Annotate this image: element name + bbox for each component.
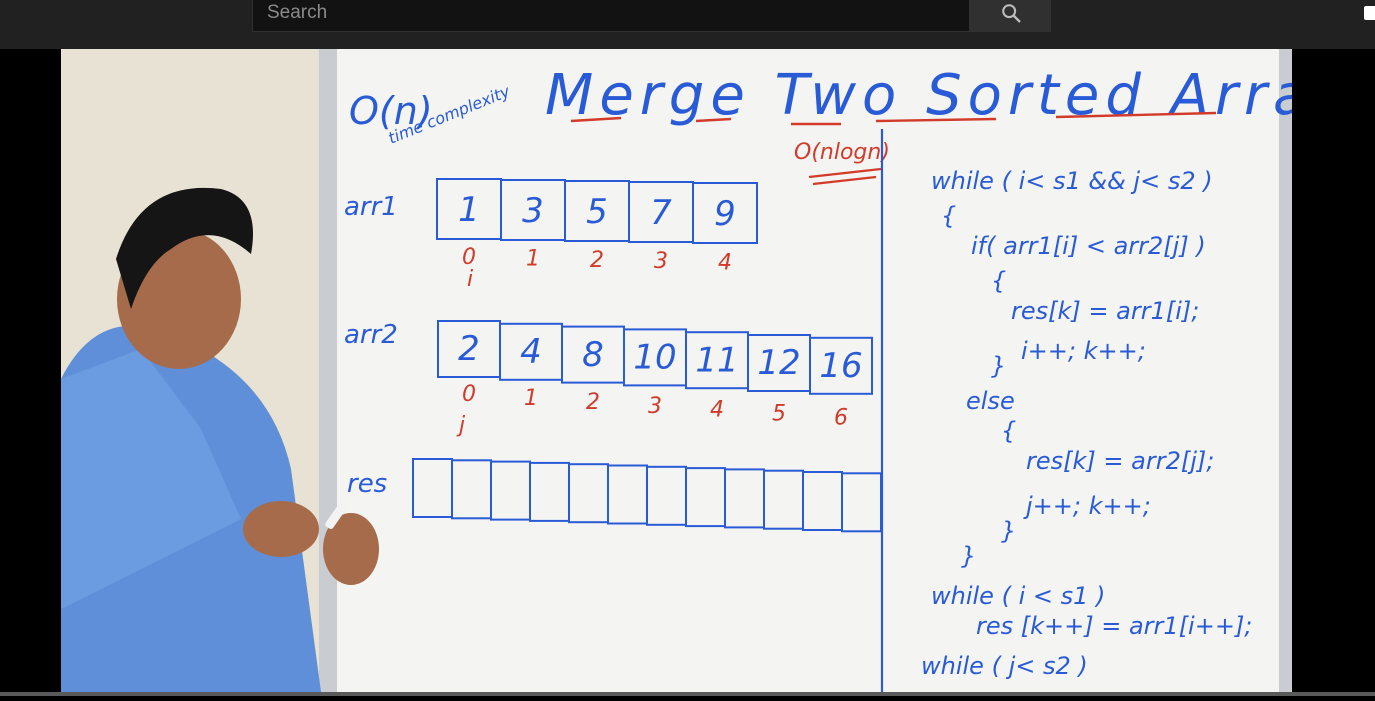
res-cell bbox=[841, 472, 882, 533]
arr1-index: 0 bbox=[462, 245, 476, 270]
arr1-value: 5 bbox=[586, 192, 608, 232]
arr1-index: 1 bbox=[526, 246, 540, 271]
code-line: res[k] = arr2[j]; bbox=[1026, 447, 1214, 475]
board-text: O(n) time complexity Merge Two Sorted Ar… bbox=[349, 63, 1292, 692]
arr2-index: 6 bbox=[834, 406, 848, 431]
code-line: if( arr1[i] < arr2[j] ) bbox=[971, 232, 1206, 260]
arr2-index: 1 bbox=[524, 386, 538, 411]
add-icon[interactable] bbox=[1364, 6, 1375, 20]
arr1-index: 3 bbox=[654, 249, 668, 274]
res-label: res bbox=[347, 469, 387, 499]
arr2-index: 2 bbox=[586, 390, 600, 415]
res-group: res bbox=[347, 458, 882, 533]
arr2-value: 10 bbox=[633, 338, 676, 378]
code-line: } bbox=[961, 542, 976, 570]
search-button[interactable] bbox=[970, 0, 1051, 32]
code-line: } bbox=[1001, 517, 1016, 545]
arr2-value: 12 bbox=[757, 343, 800, 383]
code-line: else bbox=[966, 387, 1015, 415]
arr2-value: 8 bbox=[582, 335, 604, 375]
code-line: { bbox=[1001, 417, 1016, 445]
arr2-cell bbox=[809, 336, 873, 395]
top-bar bbox=[0, 0, 1375, 49]
code-line: res [k++] = arr1[i++]; bbox=[976, 612, 1252, 640]
board-title: Merge Two Sorted Arrays bbox=[545, 63, 1292, 128]
arr2-value: 4 bbox=[520, 332, 542, 372]
arr2-label: arr2 bbox=[344, 320, 398, 350]
video-progress-bar[interactable] bbox=[0, 692, 1375, 696]
complexity-on: O(n) bbox=[349, 89, 433, 133]
arr1-group: arr1 1 0 3 1 5 2 7 3 9 4 i bbox=[344, 178, 758, 292]
code-line: while ( i< s1 && j< s2 ) bbox=[931, 167, 1213, 195]
presenter bbox=[61, 187, 379, 692]
arr1-index: 4 bbox=[718, 251, 732, 276]
arr1-cell bbox=[692, 182, 758, 244]
code-line: while ( i < s1 ) bbox=[931, 582, 1105, 610]
search-icon bbox=[1001, 4, 1020, 23]
arr2-value: 2 bbox=[458, 329, 480, 369]
video-frame: O(n) time complexity Merge Two Sorted Ar… bbox=[61, 49, 1292, 692]
arr1-value: 3 bbox=[522, 191, 544, 231]
complexity-nlogn: O(nlogn) bbox=[794, 140, 890, 165]
code-line: while ( j< s2 ) bbox=[921, 652, 1088, 680]
code-block: while ( i< s1 && j< s2 ) { if( arr1[i] < a… bbox=[921, 167, 1252, 680]
code-line: res[k] = arr1[i]; bbox=[1011, 297, 1199, 325]
arr2-index: 0 bbox=[462, 382, 476, 407]
bottom-strip bbox=[0, 696, 1375, 701]
arr1-pointer: i bbox=[467, 267, 473, 292]
code-line: } bbox=[991, 352, 1006, 380]
arr1-label: arr1 bbox=[344, 192, 398, 222]
arr1-value: 7 bbox=[650, 193, 672, 233]
code-line: j++; k++; bbox=[1023, 492, 1151, 520]
search-input[interactable] bbox=[253, 0, 969, 31]
arr1-value: 9 bbox=[714, 194, 736, 234]
arr2-index: 3 bbox=[648, 394, 662, 419]
search-box[interactable] bbox=[252, 0, 970, 32]
code-line: { bbox=[991, 267, 1006, 295]
arr2-pointer: j bbox=[456, 413, 466, 438]
code-line: i++; k++; bbox=[1021, 337, 1146, 365]
arr1-value: 1 bbox=[458, 190, 480, 230]
arr2-group: arr2 2 0 4 1 8 2 10 3 11 4 12 5 16 6 j bbox=[344, 320, 873, 438]
arr2-index: 5 bbox=[772, 402, 786, 427]
arr2-value: 16 bbox=[819, 346, 862, 386]
code-line: { bbox=[941, 202, 956, 230]
arr2-index: 4 bbox=[710, 398, 724, 423]
arr2-value: 11 bbox=[695, 340, 738, 380]
arr1-index: 2 bbox=[590, 248, 604, 273]
video-player[interactable]: O(n) time complexity Merge Two Sorted Ar… bbox=[61, 49, 1292, 692]
